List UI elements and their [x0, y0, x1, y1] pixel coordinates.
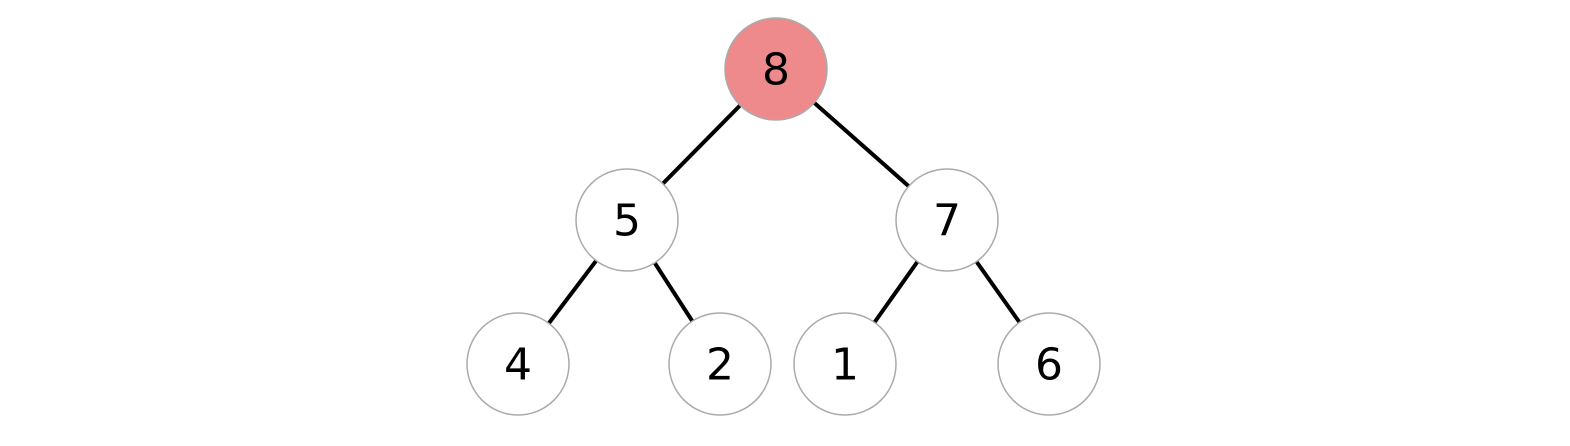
tree-node-1: 1	[793, 312, 897, 416]
tree-node-8: 8	[724, 17, 828, 121]
tree-node-circle	[793, 312, 897, 416]
tree-node-5: 5	[575, 168, 679, 272]
tree-node-label: 1	[831, 340, 859, 391]
tree-node-circle	[668, 312, 772, 416]
tree-node-4: 4	[466, 312, 570, 416]
tree-node-6: 6	[997, 312, 1101, 416]
tree-node-2: 2	[668, 312, 772, 416]
tree-node-circle	[575, 168, 679, 272]
tree-node-circle-highlighted	[724, 17, 828, 121]
tree-node-label: 2	[706, 340, 734, 391]
tree-node-label: 8	[762, 45, 790, 96]
tree-node-circle	[997, 312, 1101, 416]
tree-node-label: 6	[1035, 340, 1063, 391]
tree-node-label: 5	[613, 196, 641, 247]
tree-node-label: 7	[933, 196, 961, 247]
tree-node-7: 7	[895, 168, 999, 272]
tree-node-label: 4	[504, 340, 532, 391]
tree-node-circle	[466, 312, 570, 416]
tree-node-circle	[895, 168, 999, 272]
